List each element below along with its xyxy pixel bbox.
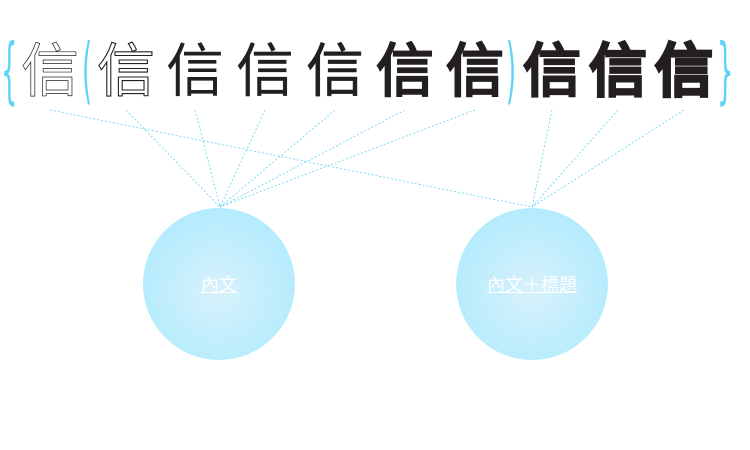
connector-line [219, 109, 266, 208]
group-label-body[interactable]: 內文 [201, 275, 237, 296]
group-label-body-heading[interactable]: 內文＋標題 [487, 275, 577, 296]
inner-close-paren: ) [506, 28, 517, 112]
weight-glyph: 信 [96, 36, 156, 105]
connector-line [531, 109, 553, 208]
connector-line [219, 109, 336, 208]
weight-glyph: 信 [21, 37, 80, 106]
connector-line [219, 109, 476, 208]
weight-glyph: 信 [306, 37, 365, 106]
connector-line [219, 109, 406, 208]
weight-glyph: 信 [654, 36, 715, 107]
group-circle-body: 內文 [143, 208, 295, 360]
weight-glyph: 信 [446, 37, 505, 106]
connector-line [531, 109, 685, 208]
weight-glyph: 信 [376, 37, 435, 105]
connector-line [531, 109, 619, 208]
connector-line [49, 109, 533, 208]
weight-glyph: 信 [236, 37, 295, 105]
outer-close-brace: } [717, 28, 734, 112]
group-circle-body-heading: 內文＋標題 [456, 208, 608, 360]
inner-open-paren: ( [82, 28, 93, 112]
weight-glyph: 信 [588, 36, 648, 106]
connector-line [125, 109, 221, 208]
outer-open-brace: { [1, 28, 18, 112]
connector-line [194, 109, 221, 208]
weight-glyph: 信 [166, 37, 225, 105]
weight-glyph: 信 [522, 36, 582, 105]
